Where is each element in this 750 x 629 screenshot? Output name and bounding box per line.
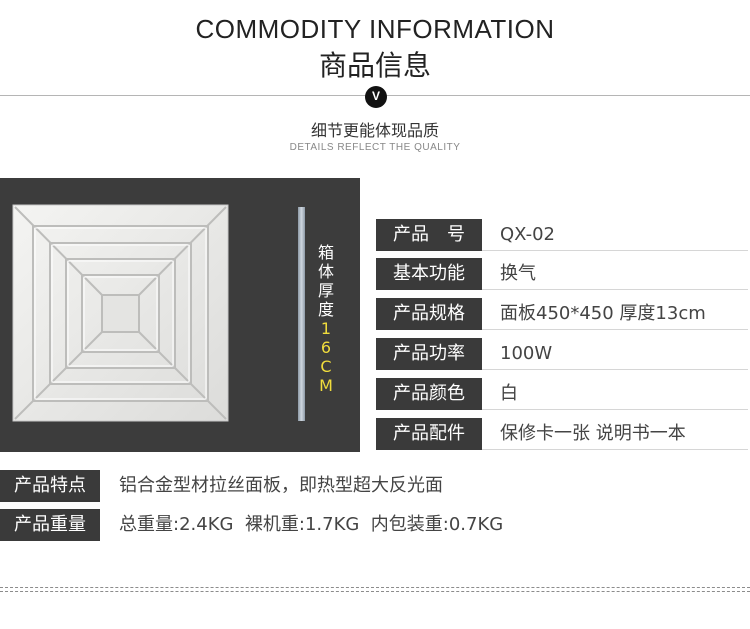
row-divider [482, 369, 748, 370]
thickness-strip [298, 207, 305, 421]
feature-value: 总重量:2.4KG 裸机重:1.7KG 内包装重:0.7KG [119, 514, 504, 535]
dashed-divider [0, 591, 750, 592]
row-divider [482, 329, 748, 330]
row-divider [482, 289, 748, 290]
spec-label: 产品功率 [376, 338, 482, 370]
spec-value: 白 [500, 383, 518, 404]
spec-row: 产品配件 保修卡一张 说明书一本 [376, 418, 748, 450]
spec-value: 换气 [500, 263, 536, 284]
subtitle-cn: 细节更能体现品质 [310, 121, 439, 140]
product-photo [0, 178, 360, 452]
row-divider [482, 449, 748, 450]
feature-row: 产品重量 总重量:2.4KG 裸机重:1.7KG 内包装重:0.7KG [0, 509, 750, 541]
thickness-label-prefix: 箱体厚度 [317, 243, 334, 319]
feature-label: 产品重量 [0, 509, 100, 541]
row-divider [482, 250, 748, 251]
v-badge: V [365, 86, 387, 108]
spec-label: 产品颜色 [376, 378, 482, 410]
spec-row: 基本功能 换气 [376, 258, 748, 290]
feature-value: 铝合金型材拉丝面板，即热型超大反光面 [119, 475, 443, 496]
row-divider [482, 409, 748, 410]
spec-value: 100W [500, 343, 553, 364]
spec-value: QX-02 [500, 224, 556, 245]
spec-row: 产品规格 面板450*450 厚度13cm [376, 298, 748, 330]
vent-panel-image [12, 204, 229, 422]
spec-value: 保修卡一张 说明书一本 [500, 423, 686, 444]
spec-label: 产品规格 [376, 298, 482, 330]
subtitle-en: DETAILS REFLECT THE QUALITY [289, 142, 461, 153]
title-en: COMMODITY INFORMATION [195, 14, 555, 44]
dashed-divider [0, 587, 750, 588]
spec-row: 产品功率 100W [376, 338, 748, 370]
spec-row: 产品颜色 白 [376, 378, 748, 410]
spec-value: 面板450*450 厚度13cm [500, 303, 706, 324]
spec-label: 基本功能 [376, 258, 482, 290]
feature-label: 产品特点 [0, 470, 100, 502]
spec-row: 产品 号 QX-02 [376, 219, 748, 251]
thickness-value: 16CM [319, 319, 333, 395]
spec-label: 产品配件 [376, 418, 482, 450]
thickness-label: 箱体厚度16CM [316, 243, 336, 395]
feature-row: 产品特点 铝合金型材拉丝面板，即热型超大反光面 [0, 470, 750, 502]
title-cn: 商品信息 [318, 49, 431, 82]
spec-label: 产品 号 [376, 219, 482, 251]
